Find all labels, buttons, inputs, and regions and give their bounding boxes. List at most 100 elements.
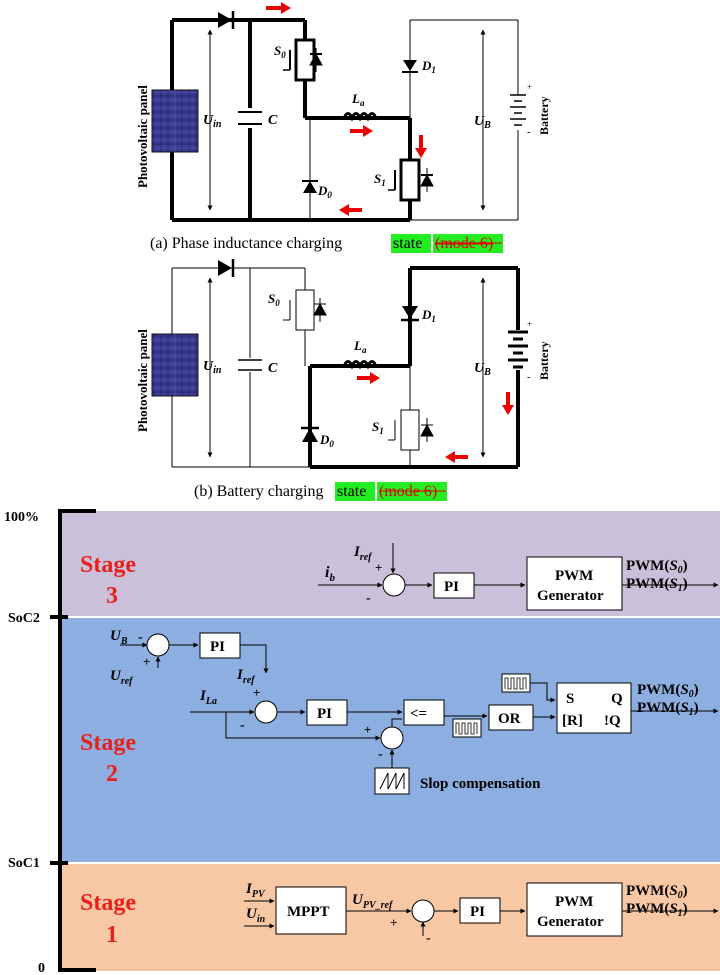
circuit-b-pv-panel xyxy=(151,333,199,397)
stage1-mppt-label: MPPT xyxy=(287,904,330,920)
circuit-b-switch-s0 xyxy=(283,289,327,331)
circuit-b: Photovoltaic panel Uin C S0 La D0 D1 xyxy=(135,259,551,501)
circuit-b-caption: (b) Battery charging xyxy=(194,483,323,500)
stage1: Stage 1 IPV Uin MPPT UPV_ref + - PI PWM … xyxy=(80,881,719,948)
stage1-sum-junction xyxy=(411,899,435,923)
stage1-ipv-label: IPV xyxy=(245,881,266,900)
stage2-iref-label: Iref xyxy=(236,667,256,686)
circuit-a-input-diode xyxy=(218,11,235,29)
stage2-outer-pi-label: PI xyxy=(210,639,225,655)
stage1-upvref-label: UPV_ref xyxy=(352,892,394,911)
stage3-pi-label: PI xyxy=(444,579,459,595)
stage2-sr-q: Q xyxy=(611,691,623,707)
stage1-output-s1: PWM(S1) xyxy=(626,901,688,919)
circuit-a-idle-path xyxy=(309,19,519,221)
circuit-b-diode-d0 xyxy=(301,426,319,442)
stage2-clock-sr-icon xyxy=(501,673,531,693)
circuit-a-uin-label: Uin xyxy=(203,113,222,130)
circuit-a-ub-label: UB xyxy=(474,114,491,131)
circuit-b-inductor-label: La xyxy=(353,338,367,355)
stage3-title-line1: Stage xyxy=(80,552,136,578)
stage2-iref-wire xyxy=(240,644,269,674)
stage1-title-line2: 1 xyxy=(106,922,118,948)
circuit-b-battery-plus: + xyxy=(527,319,532,329)
circuit-a-active-path xyxy=(170,18,412,222)
stage2-output-s1: PWM(S1) xyxy=(637,700,699,718)
stage2-outer-pi-block xyxy=(199,632,241,659)
circuit-b-s1-label: S1 xyxy=(372,419,384,436)
stage2-sr-nq: !Q xyxy=(604,713,621,729)
stage2: Stage 2 UB - Uref + PI Iref + ILa - PI +… xyxy=(80,628,719,795)
axis-label-soc2: SoC2 xyxy=(8,611,40,626)
circuit-a-current-arrows xyxy=(266,2,427,216)
circuit-b-capacitor xyxy=(238,359,262,371)
stage1-pwm-generator xyxy=(526,882,623,937)
stage2-inner-pi-block xyxy=(306,699,348,726)
stage1-sum-minus: - xyxy=(426,931,431,946)
circuit-b-d1-label: D1 xyxy=(421,307,436,324)
circuit-a-switch-s0 xyxy=(283,38,323,82)
stage1-pi-block xyxy=(459,897,501,924)
circuit-a: Photovoltaic panel Uin C S0 La D0 xyxy=(135,2,551,253)
stage2-voltage-sum xyxy=(146,633,170,657)
circuit-a-pv-panel xyxy=(151,89,199,153)
stage2-ila-label: ILa xyxy=(199,688,217,707)
circuit-b-uin-label: Uin xyxy=(203,359,222,376)
circuit-a-battery-label: Battery xyxy=(537,96,551,135)
stage1-uin-label: Uin xyxy=(246,906,266,925)
circuit-a-diode-d1 xyxy=(402,60,418,73)
circuit-b-s0-label: S0 xyxy=(268,291,280,308)
stage2-slope-compensation-label: Slop compensation xyxy=(420,776,541,792)
stage2-slope-sum-to-comparator xyxy=(391,718,402,727)
stage2-uref-plus: + xyxy=(143,654,150,669)
circuit-a-s0-label: S0 xyxy=(274,43,286,60)
circuit-a-d1-label: D1 xyxy=(421,58,436,75)
axis-label-soc1: SoC1 xyxy=(8,856,40,871)
axis-label-zero: 0 xyxy=(38,961,45,975)
circuit-b-caption-highlight xyxy=(335,482,375,501)
axis-label-100: 100% xyxy=(4,510,39,525)
circuit-a-battery xyxy=(510,94,526,126)
stage3-ib-label: ib xyxy=(325,564,335,584)
circuit-a-battery-plus: + xyxy=(527,82,532,92)
stage3-iref-plus: + xyxy=(375,560,382,575)
stage2-clock-to-sr-wire xyxy=(530,682,556,703)
stage2-current-sum xyxy=(254,700,278,724)
circuit-b-input-diode xyxy=(218,259,235,277)
stage1-pi-label: PI xyxy=(470,904,485,920)
stage3-sum-junction xyxy=(382,573,406,597)
stage2-ila-minus: - xyxy=(240,718,245,733)
stage1-sum-plus: + xyxy=(390,915,397,930)
circuit-a-s1-label: S1 xyxy=(374,171,386,188)
stage2-slope-sum-minus: - xyxy=(378,747,383,762)
stage2-comparator-block xyxy=(403,699,445,726)
circuit-b-caption-state: state xyxy=(337,483,366,500)
circuit-b-switch-s1 xyxy=(388,409,434,451)
stage2-sr-s: S xyxy=(566,691,574,707)
circuit-b-diode-d1 xyxy=(401,306,419,322)
stage2-ub-label: UB xyxy=(110,628,128,647)
stage3-iref-label: Iref xyxy=(353,544,373,563)
stage3-pwm-line1: PWM xyxy=(555,568,593,584)
stage3-pwm-generator xyxy=(526,556,623,611)
stage2-title-line1: Stage xyxy=(80,730,136,756)
circuit-b-capacitor-label: C xyxy=(268,361,278,376)
stage2-inner-pi-label: PI xyxy=(317,706,332,722)
stage2-sr-latch xyxy=(556,682,632,734)
stage2-clock-or-icon xyxy=(452,718,482,738)
circuit-b-current-arrows xyxy=(357,372,514,463)
stage2-comparator-label: <= xyxy=(410,706,427,722)
stage3-pi-block xyxy=(433,572,475,599)
stage3-output-s0: PWM(S0) xyxy=(626,558,688,576)
circuit-a-capacitor xyxy=(238,111,262,125)
circuit-b-panel-label: Photovoltaic panel xyxy=(135,329,150,432)
circuit-a-caption: (a) Phase inductance charging xyxy=(150,235,342,252)
circuit-a-switch-s1 xyxy=(388,158,434,202)
circuit-a-caption-state: state xyxy=(393,235,422,252)
stage2-title-line2: 2 xyxy=(106,761,118,787)
circuit-b-battery-minus: - xyxy=(527,371,531,383)
stage2-uref-label: Uref xyxy=(110,668,134,687)
soc-axis xyxy=(50,509,96,972)
stage2-slope-sum xyxy=(380,726,404,750)
